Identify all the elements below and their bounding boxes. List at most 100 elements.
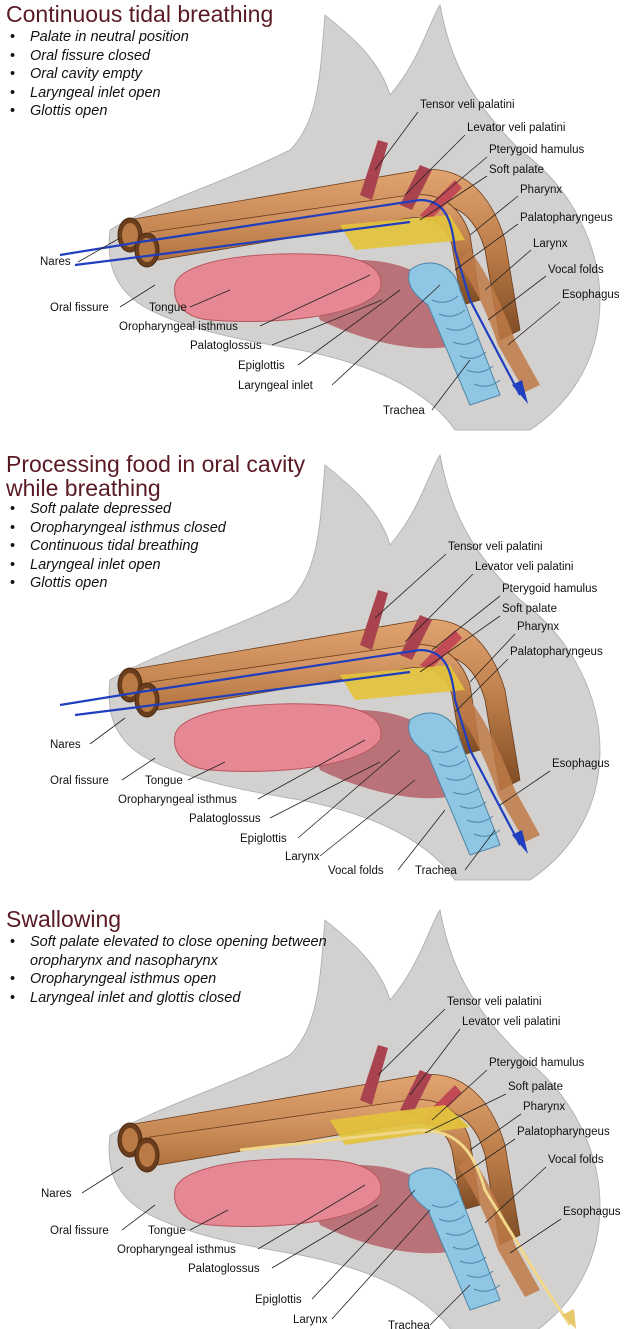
tracheal-ring	[459, 1256, 487, 1264]
label-palatopharyngeus: Palatopharyngeus	[520, 212, 613, 224]
label-soft-palate: Soft palate	[489, 164, 544, 176]
condition-item: Laryngeal inlet open	[8, 556, 226, 575]
leader-line	[271, 299, 383, 346]
label-oropharyngeal-isthmus: Oropharyngeal isthmus	[118, 794, 237, 806]
label-epiglottis: Epiglottis	[255, 1294, 302, 1306]
tracheal-ring	[438, 309, 466, 317]
leader-line	[257, 739, 366, 800]
leader-line	[484, 249, 532, 291]
leader-line	[89, 717, 126, 745]
naris-inner	[122, 1128, 138, 1152]
title-line: Processing food in oral cavity	[6, 451, 306, 477]
label-tongue: Tongue	[145, 775, 183, 787]
label-levator: Levator veli palatini	[462, 1016, 560, 1028]
trachea	[408, 1167, 501, 1311]
condition-item: Oral cavity empty	[8, 65, 189, 84]
tongue	[174, 253, 382, 322]
label-soft-palate: Soft palate	[508, 1081, 563, 1093]
esophagus-tube	[458, 250, 540, 392]
tracheal-ring	[445, 773, 473, 781]
label-vocal-folds: Vocal folds	[548, 1154, 604, 1166]
label-palatoglossus: Palatoglossus	[188, 1263, 260, 1275]
label-oral-fissure: Oral fissure	[50, 775, 109, 787]
leader-line	[469, 195, 519, 236]
airflow-path	[59, 198, 521, 396]
tracheal-ring	[431, 745, 459, 753]
label-pharynx: Pharynx	[520, 184, 562, 196]
leader-line	[77, 237, 121, 263]
label-hamulus: Pterygoid hamulus	[489, 1057, 584, 1069]
tracheal-ring	[459, 351, 487, 359]
food-flow-path	[239, 1128, 572, 1326]
label-nares: Nares	[40, 256, 71, 268]
leader-line	[454, 223, 519, 271]
leader-line	[311, 1189, 416, 1300]
leader-line	[431, 595, 501, 651]
tensor-muscle	[360, 590, 388, 650]
tensor-muscle	[360, 140, 388, 200]
leader-line	[431, 1069, 488, 1121]
leader-line	[454, 1138, 516, 1181]
condition-item: Soft palate elevated to close opening be…	[8, 933, 348, 970]
condition-list: Soft palate elevated to close opening be…	[8, 933, 348, 1007]
label-larynx: Larynx	[285, 851, 320, 863]
leader-line	[187, 761, 226, 781]
leader-line	[429, 156, 488, 206]
label-tongue: Tongue	[148, 1225, 186, 1237]
leader-line	[404, 573, 474, 643]
leader-line	[377, 1008, 446, 1076]
esophagus-tube	[458, 700, 540, 842]
naris-inner	[139, 1143, 155, 1167]
soft-palate	[340, 665, 465, 700]
leader-line	[259, 274, 371, 327]
label-esophagus: Esophagus	[563, 1206, 621, 1218]
tensor-muscle	[360, 1045, 388, 1105]
label-tensor: Tensor veli palatini	[448, 541, 543, 553]
condition-list: Soft palate depressed Oropharyngeal isth…	[8, 500, 226, 593]
condition-item: Laryngeal inlet and glottis closed	[8, 989, 348, 1008]
leader-line	[397, 809, 446, 871]
label-tongue: Tongue	[149, 302, 187, 314]
tracheal-ring	[466, 1270, 494, 1278]
tracheal-ring	[438, 759, 466, 767]
panel-title: Swallowing	[6, 907, 121, 931]
leader-line	[121, 1204, 156, 1231]
label-palatopharyngeus: Palatopharyngeus	[510, 646, 603, 658]
tracheal-ring	[431, 295, 459, 303]
soft-palate	[340, 215, 465, 250]
label-larynx: Larynx	[533, 238, 568, 250]
airflow-arrowhead	[512, 830, 528, 854]
leader-line	[429, 1284, 471, 1326]
leader-line	[269, 761, 381, 819]
label-hamulus: Pterygoid hamulus	[502, 583, 597, 595]
tongue	[174, 1158, 382, 1227]
label-vocal-folds: Vocal folds	[328, 865, 384, 877]
label-tensor: Tensor veli palatini	[447, 996, 542, 1008]
leader-line	[499, 770, 551, 806]
label-esophagus: Esophagus	[562, 289, 620, 301]
label-nares: Nares	[50, 739, 81, 751]
leader-line	[424, 1093, 507, 1134]
condition-item: Oropharyngeal isthmus closed	[8, 519, 226, 538]
label-oropharyngeal-isthmus: Oropharyngeal isthmus	[117, 1244, 236, 1256]
levator-muscle	[400, 615, 432, 660]
leader-line	[189, 289, 231, 308]
leader-line	[484, 1166, 547, 1224]
tracheal-ring	[438, 1214, 466, 1222]
airflow-path	[74, 670, 411, 717]
tracheal-ring	[466, 815, 494, 823]
airflow-path	[74, 220, 411, 267]
label-tensor: Tensor veli palatini	[420, 99, 515, 111]
tracheal-ring	[431, 1200, 459, 1208]
tracheal-ring	[445, 1228, 473, 1236]
leader-line	[487, 275, 547, 321]
leader-line	[509, 1218, 562, 1254]
trachea	[408, 262, 501, 406]
label-pharynx: Pharynx	[517, 621, 559, 633]
leader-line	[257, 1184, 366, 1250]
airflow-path	[59, 648, 521, 846]
naris-inner	[122, 223, 138, 247]
